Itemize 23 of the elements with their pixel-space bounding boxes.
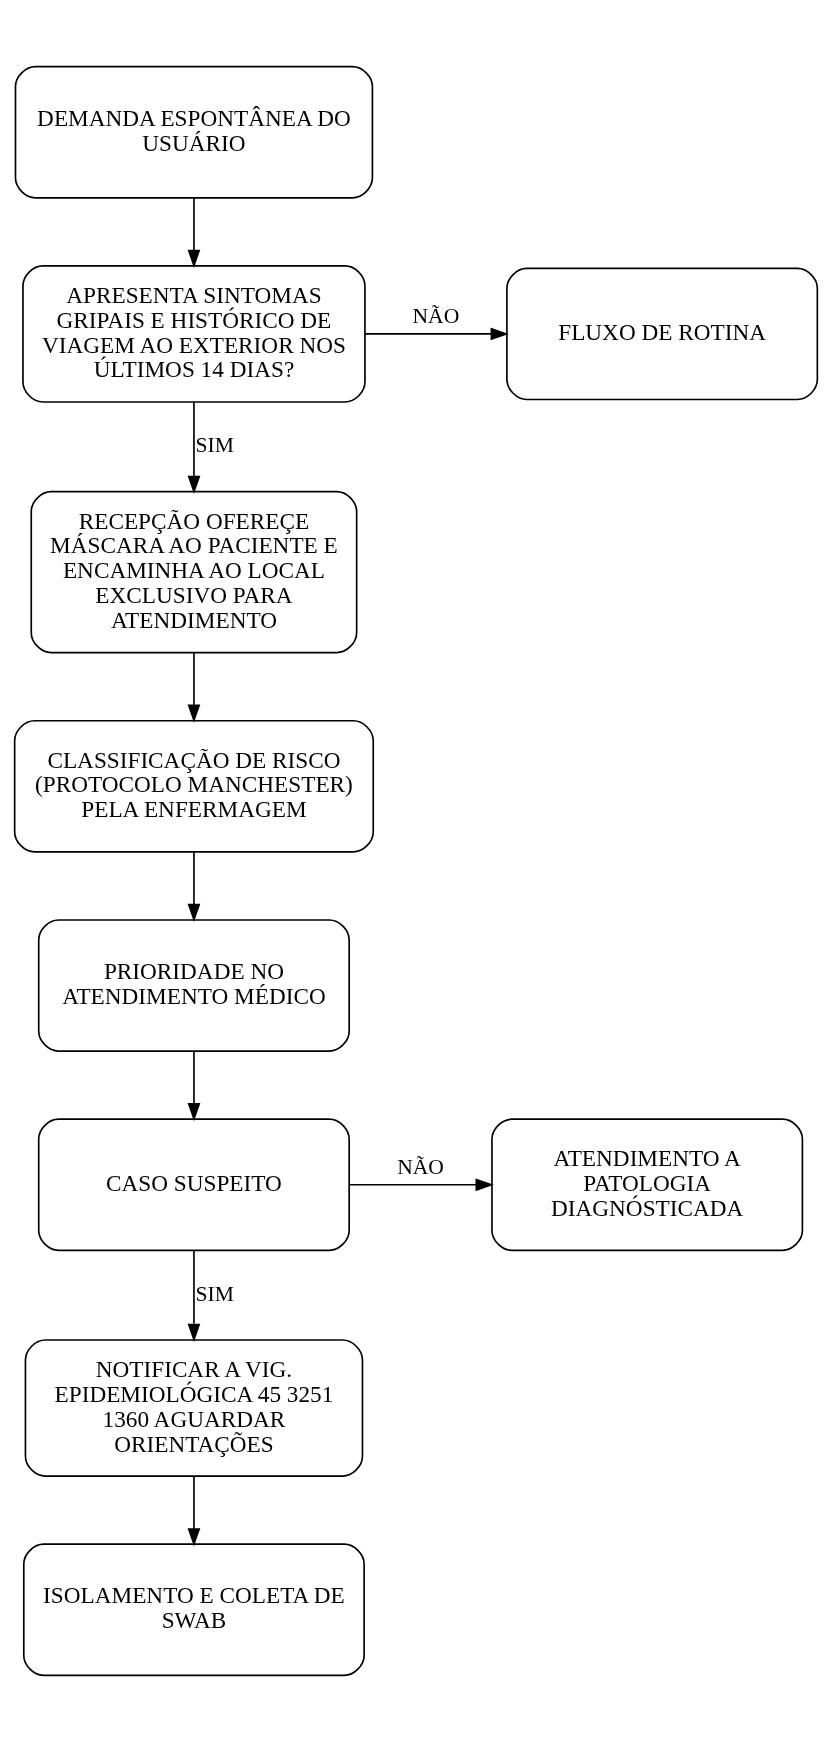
node-box: PRIORIDADE NO ATENDIMENTO MÉDICO	[37, 919, 350, 1052]
arrow	[348, 1178, 494, 1192]
edge-label: SIM	[195, 1281, 234, 1306]
edge-label: NÃO	[412, 303, 460, 328]
node-box: DEMANDA ESPONTÂNEA DO USUÁRIO	[14, 65, 374, 199]
arrow	[187, 197, 201, 268]
node-box: ATENDIMENTO A PATOLOGIA DIAGNÓSTICADA	[491, 1118, 804, 1252]
arrow	[187, 851, 201, 923]
arrow	[187, 1050, 201, 1122]
node-box: RECEPÇÃO OFEREÇE MÁSCARA AO PACIENTE E ENCAMINHA AO LOCAL EXCLUSIVO PARA ATENDIMENTO	[30, 490, 358, 654]
node-box: CASO SUSPEITO	[37, 1118, 350, 1252]
node-box: CLASSIFICAÇÃO DE RISCO (PROTOCOLO MANCHESTER) PELA ENFERMAGEM	[13, 719, 375, 853]
edge-label: NÃO	[397, 1154, 444, 1179]
node-box: NOTIFICAR A VIG. EPIDEMIOLÓGICA 45 3251 1360 AGUARDAR ORIENTAÇÕES	[24, 1339, 364, 1477]
node-box: FLUXO DE ROTINA	[506, 267, 819, 401]
arrow	[187, 1475, 201, 1547]
arrow	[364, 327, 509, 341]
arrow	[187, 401, 201, 495]
node-box: APRESENTA SINTOMAS GRIPAIS E HISTÓRICO DE VIAGEM AO EXTERIOR NOS ÚLTIMOS 14 DIAS?	[22, 265, 366, 403]
arrow	[187, 1249, 201, 1342]
arrow	[187, 652, 201, 723]
node-box: ISOLAMENTO E COLETA DE SWAB	[22, 1543, 365, 1677]
edge-label: SIM	[195, 433, 234, 458]
